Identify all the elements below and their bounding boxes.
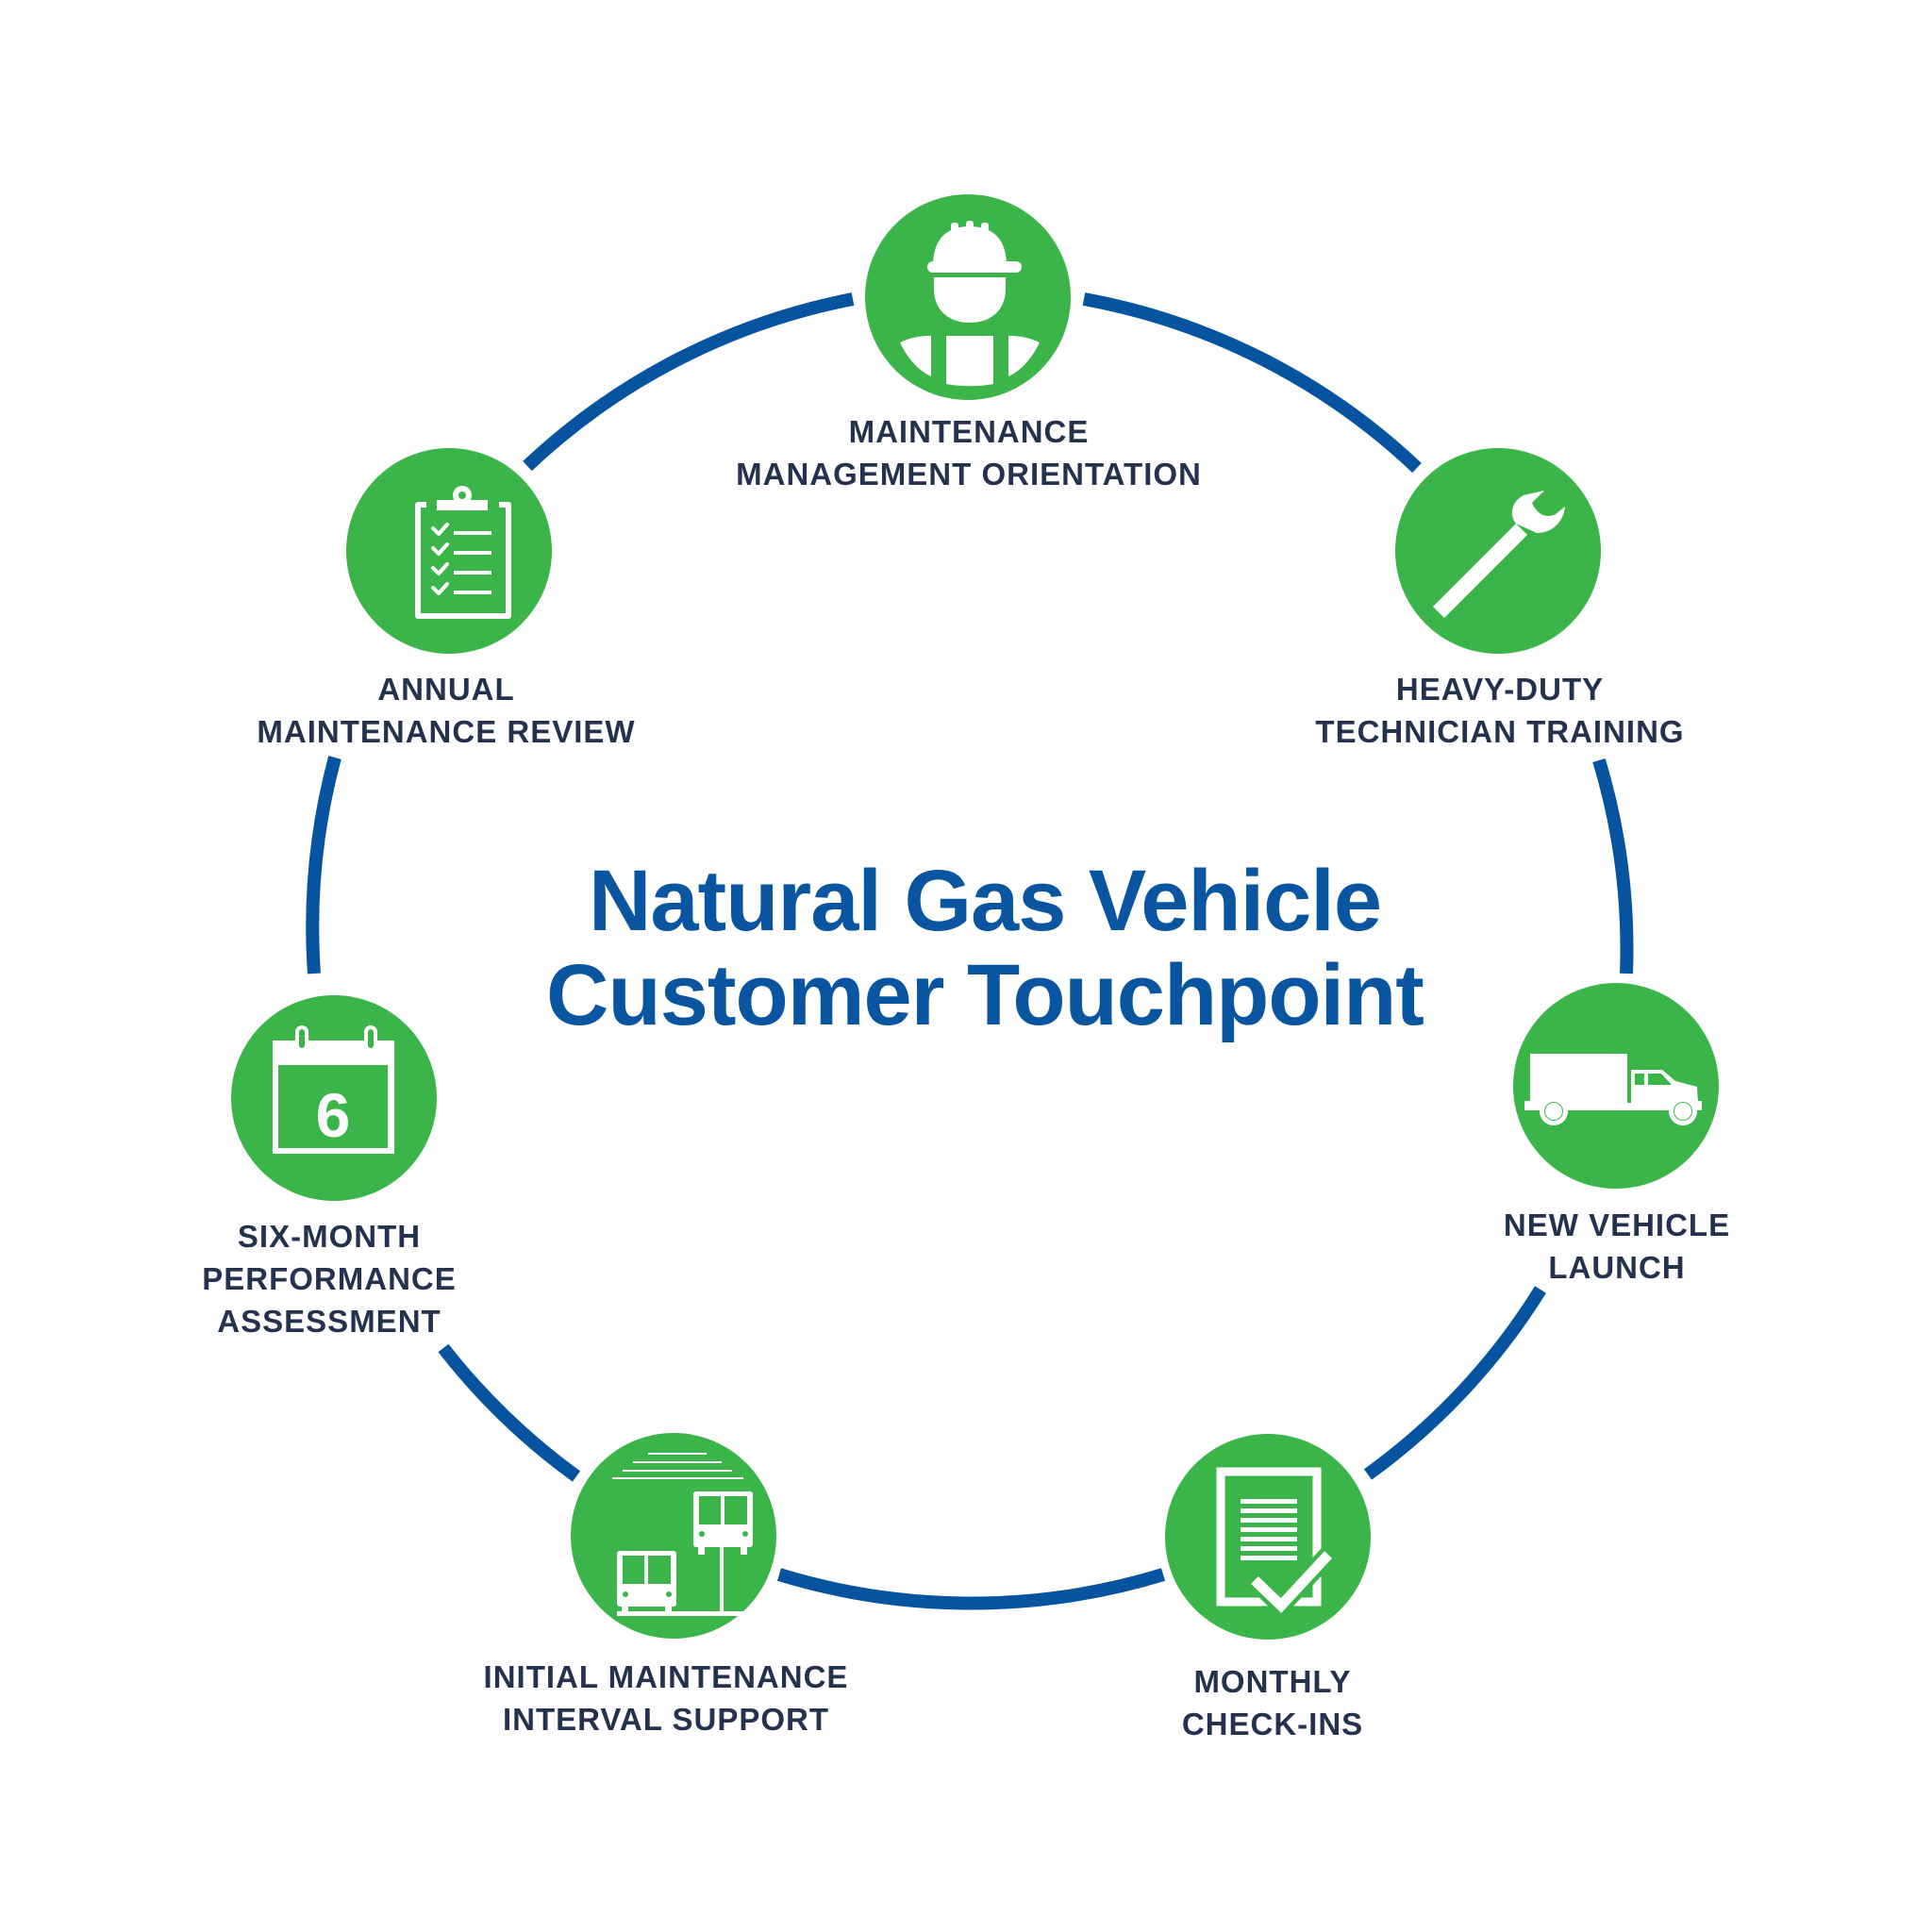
label-line: NEW VEHICLE [1503,1208,1731,1242]
truck-icon [1524,1054,1702,1125]
worker-hardhat-icon [900,221,1040,387]
ring-arc-lower-left [438,1343,581,1482]
label-monthly-check-ins: MONTHLY CHECK-INS [1182,1660,1363,1745]
label-line: MANAGEMENT ORIENTATION [736,457,1202,491]
ring-arc-top-right [1082,292,1422,474]
label-line: PERFORMANCE [202,1261,457,1296]
node-new-vehicle-launch [1513,983,1719,1189]
node-annual-maintenance-review [346,448,552,654]
calendar-number: 6 [316,1080,351,1150]
title-line-1: Natural Gas Vehicle [588,853,1382,949]
label-annual-maintenance-review: ANNUAL MAINTENANCE REVIEW [257,668,635,753]
calendar-icon: 6 [273,1025,394,1154]
document-check-icon [1216,1467,1336,1620]
label-line: INTERVAL SUPPORT [502,1702,830,1737]
ring-arc-top-left [523,292,855,472]
label-initial-maintenance-interval-support: INITIAL MAINTENANCE INTERVAL SUPPORT [484,1656,849,1740]
label-new-vehicle-launch: NEW VEHICLE LAUNCH [1504,1204,1730,1289]
ring-arc-lower-right [1363,1286,1546,1480]
node-six-month-performance-assessment: 6 [231,995,437,1201]
label-six-month-performance-assessment: SIX-MONTH PERFORMANCE ASSESSMENT [202,1215,457,1342]
label-line: CHECK-INS [1181,1707,1364,1741]
label-line: MAINTENANCE [848,414,1090,449]
label-line: SIX-MONTH [237,1219,422,1254]
wrench-icon [1433,491,1565,618]
label-line: MONTHLY [1193,1664,1352,1699]
node-heavy-duty-technician-training [1395,448,1601,654]
label-line: ASSESSMENT [217,1304,441,1339]
bus-station-icon [612,1453,753,1616]
label-line: TECHNICIAN TRAINING [1315,714,1685,749]
label-line: HEAVY-DUTY [1395,672,1605,707]
label-line: MAINTENANCE REVIEW [257,714,636,749]
label-line: LAUNCH [1548,1250,1686,1285]
ring-arc-bottom [776,1568,1166,1610]
label-line: ANNUAL [377,672,515,707]
label-maintenance-management-orientation: MAINTENANCE MANAGEMENT ORIENTATION [736,410,1202,495]
ring-arc-left [306,756,341,974]
label-heavy-duty-technician-training: HEAVY-DUTY TECHNICIAN TRAINING [1315,668,1684,753]
label-line: INITIAL MAINTENANCE [483,1659,849,1694]
node-maintenance-management-orientation [865,194,1071,400]
node-initial-maintenance-interval-support [571,1433,776,1639]
title-line-2: Customer Touchpoint [546,947,1424,1043]
node-monthly-check-ins [1165,1434,1371,1640]
diagram-title: Natural Gas Vehicle Customer Touchpoint [546,854,1424,1042]
clipboard-checklist-icon [415,486,511,619]
ring-arc-right [1592,758,1634,974]
